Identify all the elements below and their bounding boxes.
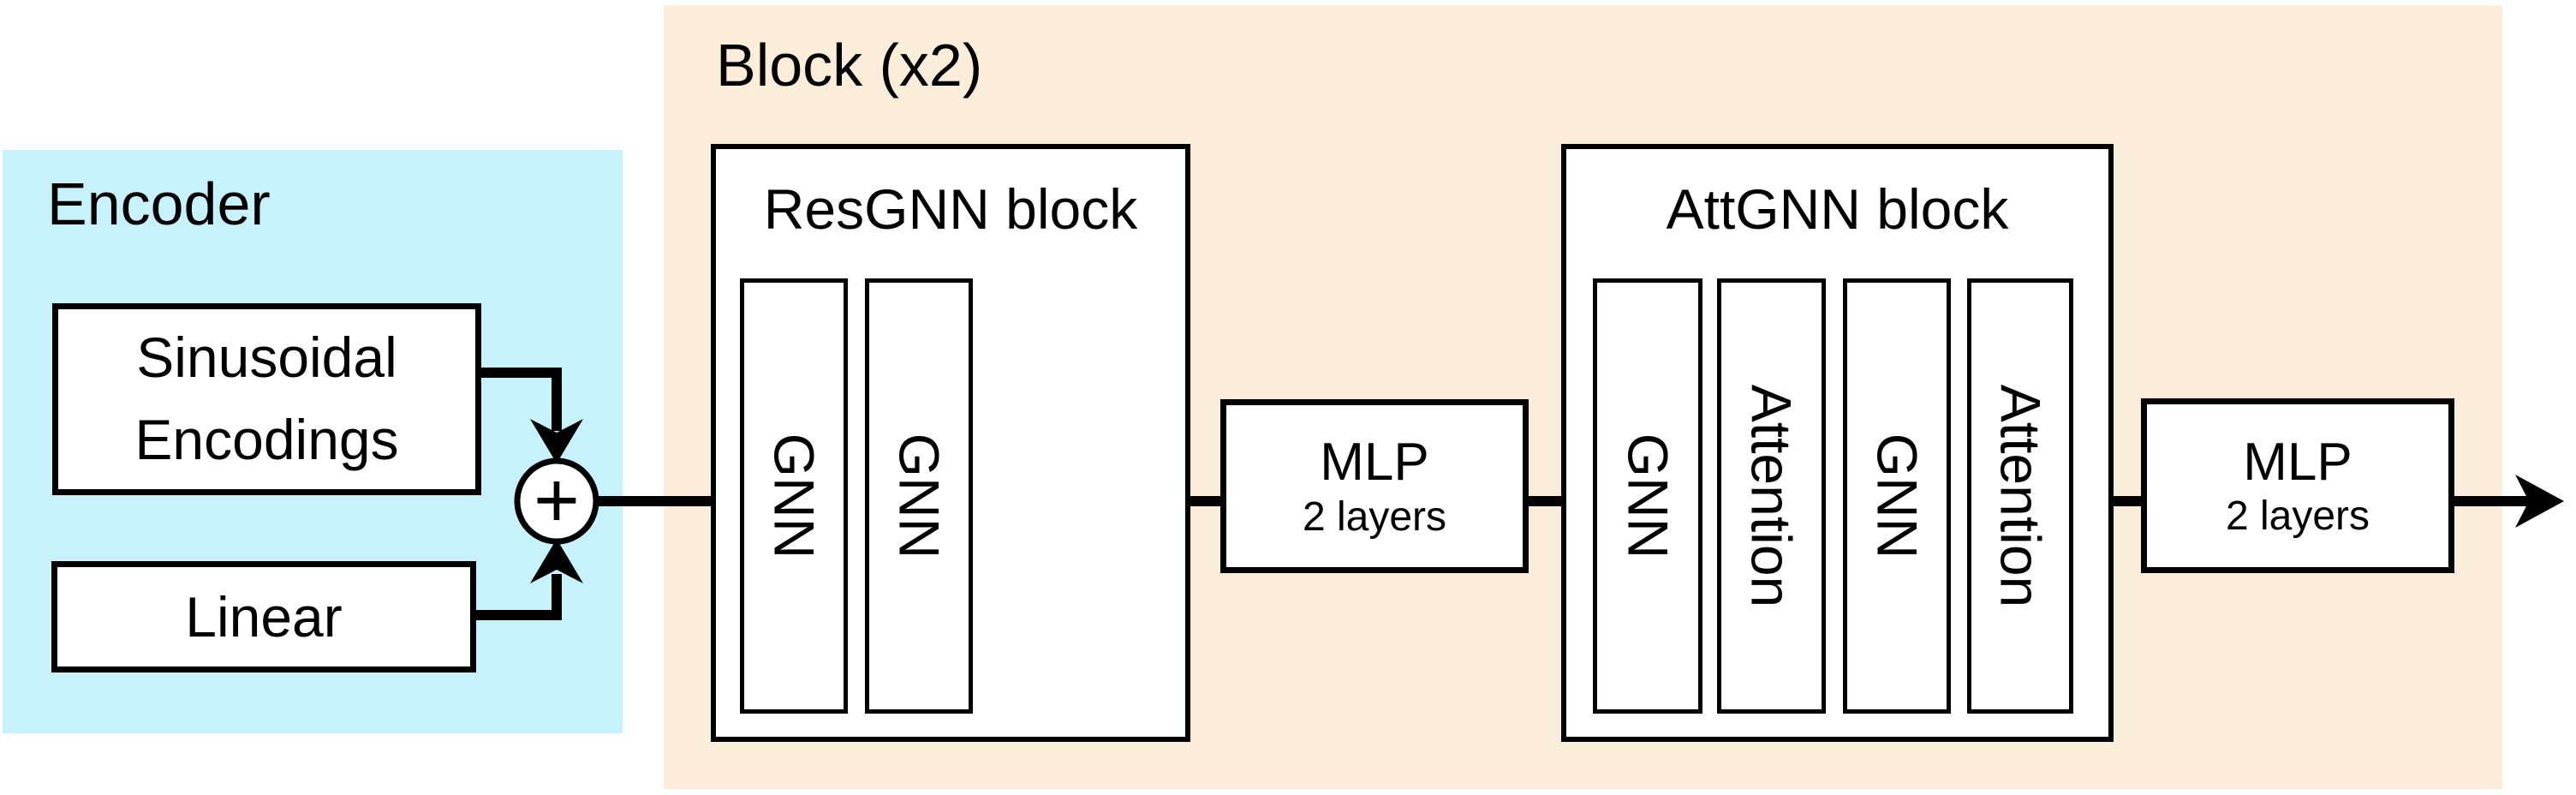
attgnn-layer-gnn-1: GNN xyxy=(1593,278,1702,714)
block-title: Block (x2) xyxy=(716,32,983,99)
linear-box: Linear xyxy=(51,561,476,672)
mlp-outer-subtitle: 2 layers xyxy=(2225,493,2370,540)
mlp-inner-subtitle: 2 layers xyxy=(1302,493,1447,540)
sum-node-circle xyxy=(514,457,599,545)
attgnn-layer-attention-2: Attention xyxy=(1967,278,2073,714)
sinusoidal-encodings-box: Sinusoidal Encodings xyxy=(52,303,481,495)
sinusoidal-label-line1: Sinusoidal xyxy=(136,326,397,390)
encoder-title: Encoder xyxy=(47,170,271,237)
arrow-up-icon xyxy=(530,539,583,583)
sinusoidal-connector-horizontal xyxy=(481,368,562,378)
mlp-inner-title: MLP xyxy=(1320,433,1429,493)
linear-connector-vertical xyxy=(552,574,562,620)
attgnn-layer-gnn-2-label: GNN xyxy=(1865,433,1929,559)
mlp-inner-box: MLP 2 layers xyxy=(1220,399,1529,573)
resgnn-layer-gnn-2-label: GNN xyxy=(887,433,951,559)
linear-label: Linear xyxy=(185,585,343,649)
sinusoidal-label-line2: Encodings xyxy=(134,408,399,471)
mlp-outer-title: MLP xyxy=(2243,432,2352,492)
attgnn-layer-attention-1: Attention xyxy=(1717,278,1826,714)
arrow-down-icon xyxy=(530,419,583,463)
mlp-outer-box: MLP 2 layers xyxy=(2141,398,2454,573)
resgnn-layer-gnn-1-label: GNN xyxy=(762,433,826,559)
arrow-right-icon xyxy=(2515,475,2564,528)
attgnn-layer-attention-2-label: Attention xyxy=(1989,384,2052,608)
resgnn-block-title: ResGNN block xyxy=(763,177,1138,241)
sinusoidal-connector-vertical xyxy=(552,368,562,431)
attgnn-layer-gnn-2: GNN xyxy=(1843,278,1951,714)
attgnn-block-title: AttGNN block xyxy=(1666,177,2009,241)
resgnn-layer-gnn-1: GNN xyxy=(740,278,848,714)
linear-connector-horizontal xyxy=(476,610,562,620)
resgnn-layer-gnn-2: GNN xyxy=(865,278,973,714)
sum-plus-icon: + xyxy=(534,456,580,544)
attgnn-layer-attention-1-label: Attention xyxy=(1739,384,1804,608)
attgnn-layer-gnn-1-label: GNN xyxy=(1616,433,1680,559)
